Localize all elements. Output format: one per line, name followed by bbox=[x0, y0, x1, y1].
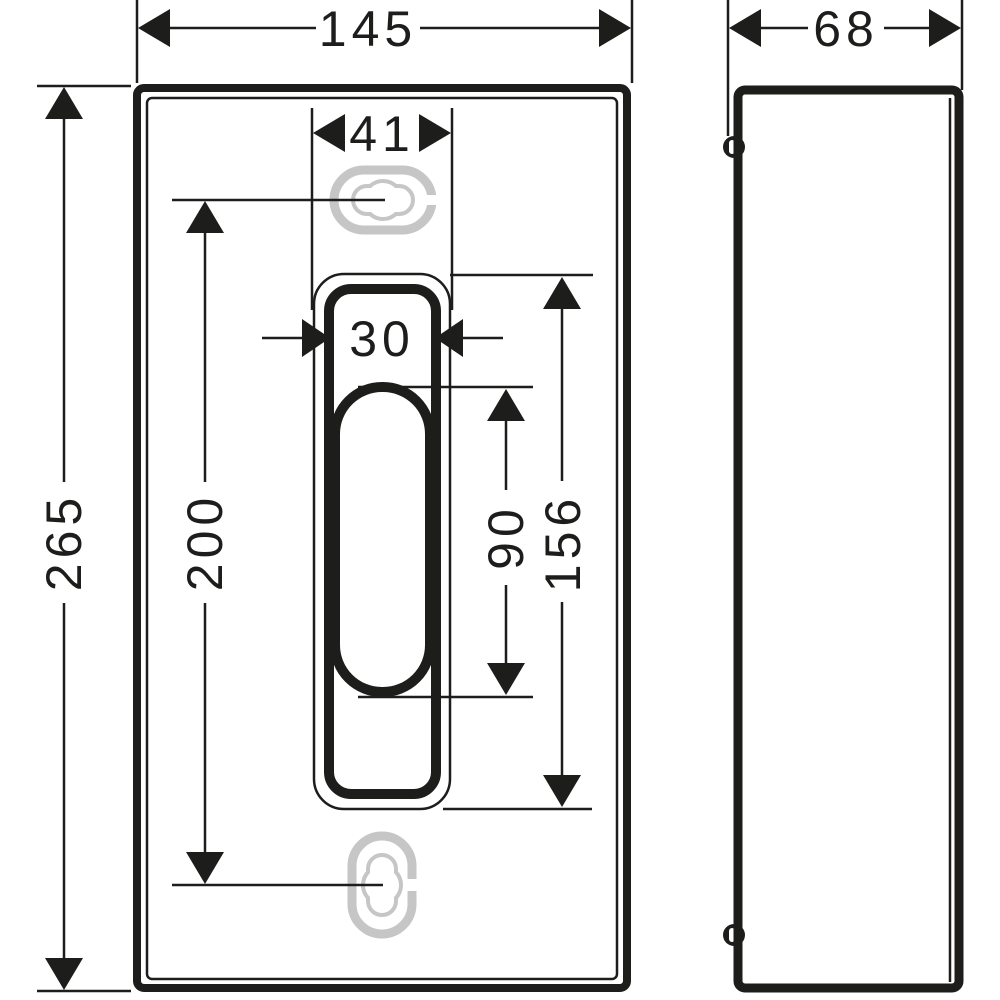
dim-145-arrow-left bbox=[138, 9, 170, 47]
dim-41-arrow-right bbox=[419, 114, 451, 152]
dim-90-label: 90 bbox=[478, 504, 534, 570]
dim-156-arrow-up bbox=[543, 277, 581, 309]
dim-145-label: 145 bbox=[319, 1, 417, 57]
top-keyhole-ring-gap bbox=[426, 195, 438, 205]
slot-opening bbox=[330, 382, 435, 697]
dim-30-label: 30 bbox=[349, 311, 415, 367]
dim-front-width: 145 bbox=[135, 0, 634, 83]
dim-recess-height: 156 bbox=[443, 273, 593, 811]
dim-200-label: 200 bbox=[177, 493, 233, 591]
slot-rim bbox=[324, 284, 441, 799]
dim-68-label: 68 bbox=[813, 1, 879, 57]
slot-recess-outline bbox=[312, 272, 452, 811]
dim-recess-width: 41 bbox=[310, 106, 454, 310]
front-outline bbox=[133, 84, 631, 992]
bottom-keyhole-ring-gap bbox=[406, 879, 417, 891]
dim-41-arrow-left bbox=[313, 114, 345, 152]
dim-opening-height: 90 bbox=[358, 385, 534, 699]
dim-90-arrow-down bbox=[487, 663, 525, 695]
dim-265-arrow-up bbox=[45, 87, 83, 119]
dim-145-arrow-right bbox=[599, 9, 631, 47]
dim-200-arrow-down bbox=[186, 852, 224, 884]
dim-side-depth: 68 bbox=[726, 0, 964, 136]
dim-156-label: 156 bbox=[535, 494, 591, 592]
dim-41-label: 41 bbox=[349, 106, 415, 162]
dim-front-height: 265 bbox=[36, 84, 131, 993]
front-inner-edge bbox=[145, 96, 619, 981]
dim-opening-width: 30 bbox=[262, 302, 503, 380]
dim-68-arrow-left bbox=[729, 9, 761, 47]
dim-68-arrow-right bbox=[929, 9, 961, 47]
dim-30-arrow-left bbox=[302, 319, 330, 357]
dim-hole-spacing: 200 bbox=[172, 198, 385, 887]
dim-200-arrow-up bbox=[186, 201, 224, 233]
side-view bbox=[723, 85, 964, 993]
dim-90-arrow-up bbox=[487, 389, 525, 421]
dim-265-label: 265 bbox=[36, 493, 92, 591]
dim-265-arrow-down bbox=[45, 958, 83, 990]
dim-30-arrow-right bbox=[435, 319, 463, 357]
side-outline bbox=[733, 85, 964, 993]
dim-156-arrow-down bbox=[543, 775, 581, 807]
